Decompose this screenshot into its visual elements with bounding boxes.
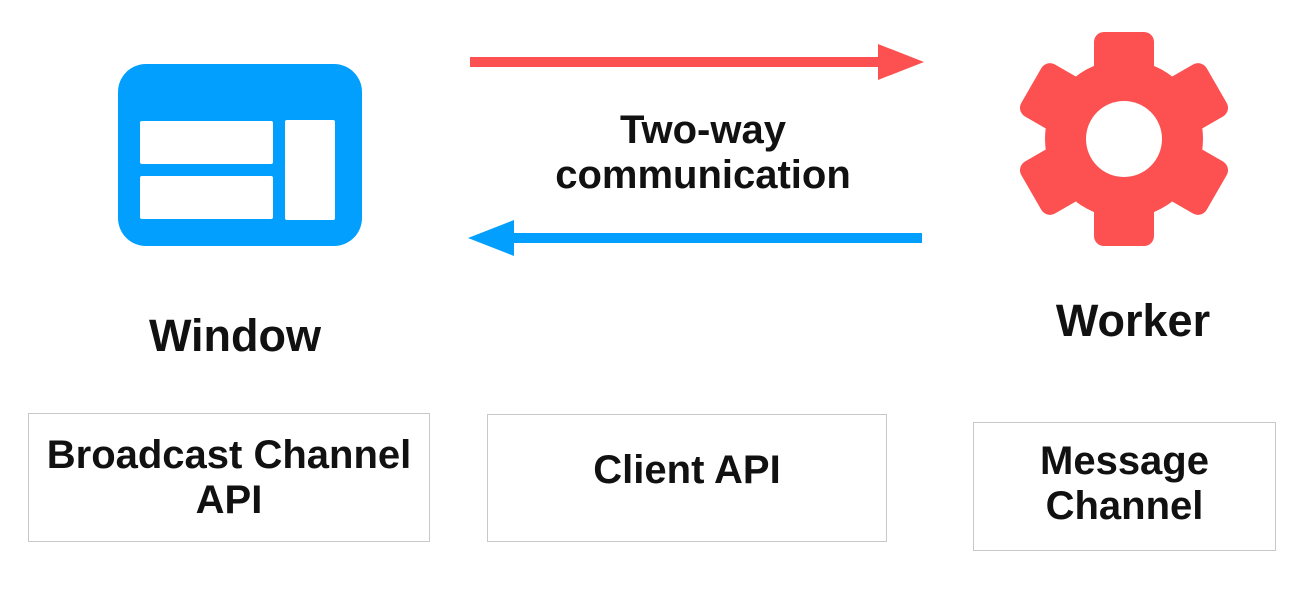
api-box-label: Broadcast Channel API (46, 432, 412, 522)
api-box-label: Message Channel (1040, 438, 1209, 528)
arrow-to-worker (470, 44, 924, 80)
window-label: Window (148, 310, 322, 361)
api-box-label: Client API (593, 448, 781, 492)
two-way-communication-label: Two-way communication (555, 108, 851, 197)
browser-window-icon (118, 64, 362, 246)
api-box-message-channel: Message Channel (973, 422, 1276, 551)
gear-icon (1019, 32, 1229, 246)
worker-label: Worker (1055, 295, 1211, 346)
arrow-to-window (468, 220, 922, 256)
api-box-broadcast-channel: Broadcast Channel API (28, 413, 430, 542)
api-box-client: Client API (487, 414, 887, 542)
